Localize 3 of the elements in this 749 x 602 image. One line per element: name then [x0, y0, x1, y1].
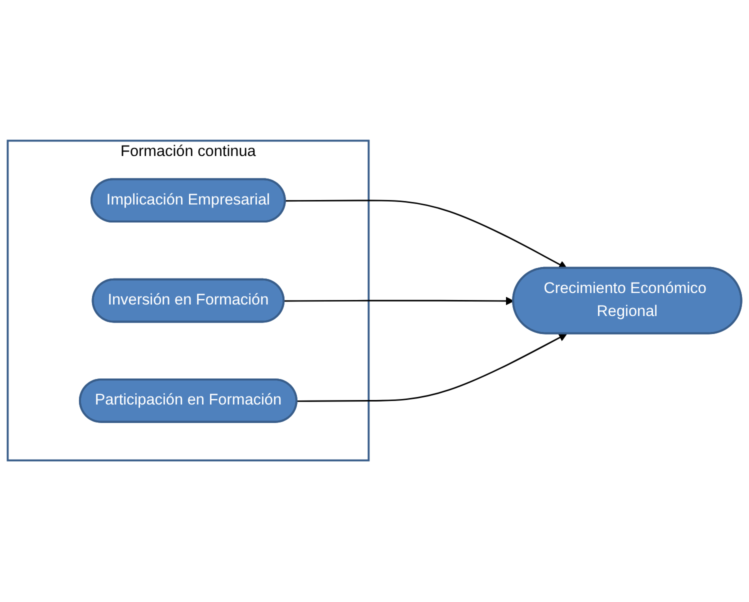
- arrow: [284, 297, 514, 306]
- arrow: [296, 334, 568, 402]
- arrow: [285, 200, 568, 270]
